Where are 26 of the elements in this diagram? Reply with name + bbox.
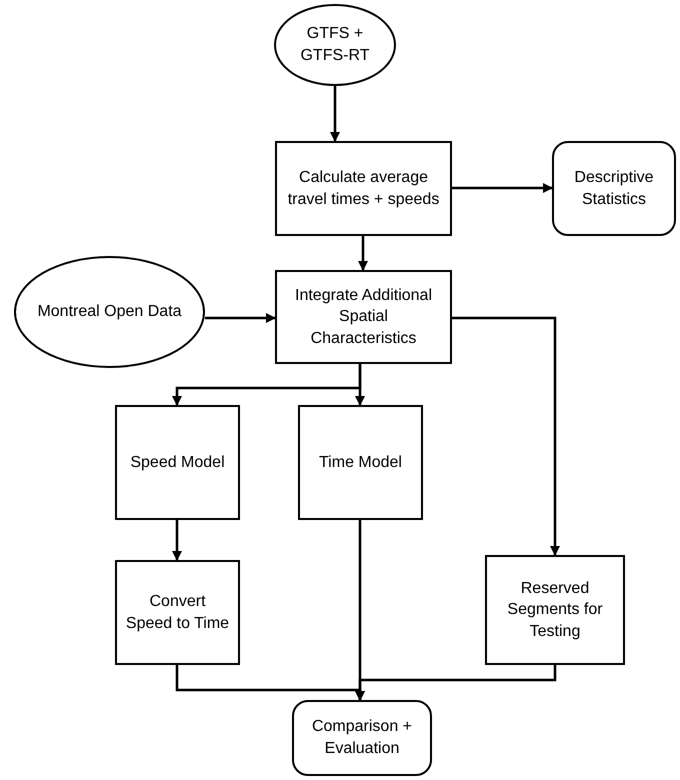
node-label: Montreal Open Data <box>37 302 182 322</box>
process-box <box>115 560 240 665</box>
arrow <box>330 86 340 142</box>
arrow <box>452 183 553 193</box>
node-label: Comparison + Evaluation <box>310 717 414 759</box>
node-label: GTFS + GTFS-RT <box>299 24 371 66</box>
node-label: Integrate Additional Spatial Characteristics <box>294 286 433 349</box>
process-box <box>115 405 240 520</box>
process-box <box>275 141 452 236</box>
process-box <box>485 555 625 665</box>
output-box <box>292 700 432 776</box>
arrow <box>358 236 368 271</box>
process-box <box>298 405 423 520</box>
process-box <box>275 270 452 364</box>
arrow <box>172 520 182 561</box>
node-label: Time Model <box>319 452 402 473</box>
output-box <box>552 141 676 236</box>
arrow <box>355 665 556 701</box>
node-label: Calculate average travel times + speeds <box>286 168 440 210</box>
arrow <box>205 313 276 323</box>
node-label: Speed Model <box>130 452 225 473</box>
node-label: Descriptive Statistics <box>573 168 655 210</box>
node-label: Convert Speed to Time <box>125 592 230 634</box>
arrow <box>355 364 365 406</box>
arrow <box>452 316 560 556</box>
node-label: Reserved Segments for Testing <box>506 578 604 642</box>
